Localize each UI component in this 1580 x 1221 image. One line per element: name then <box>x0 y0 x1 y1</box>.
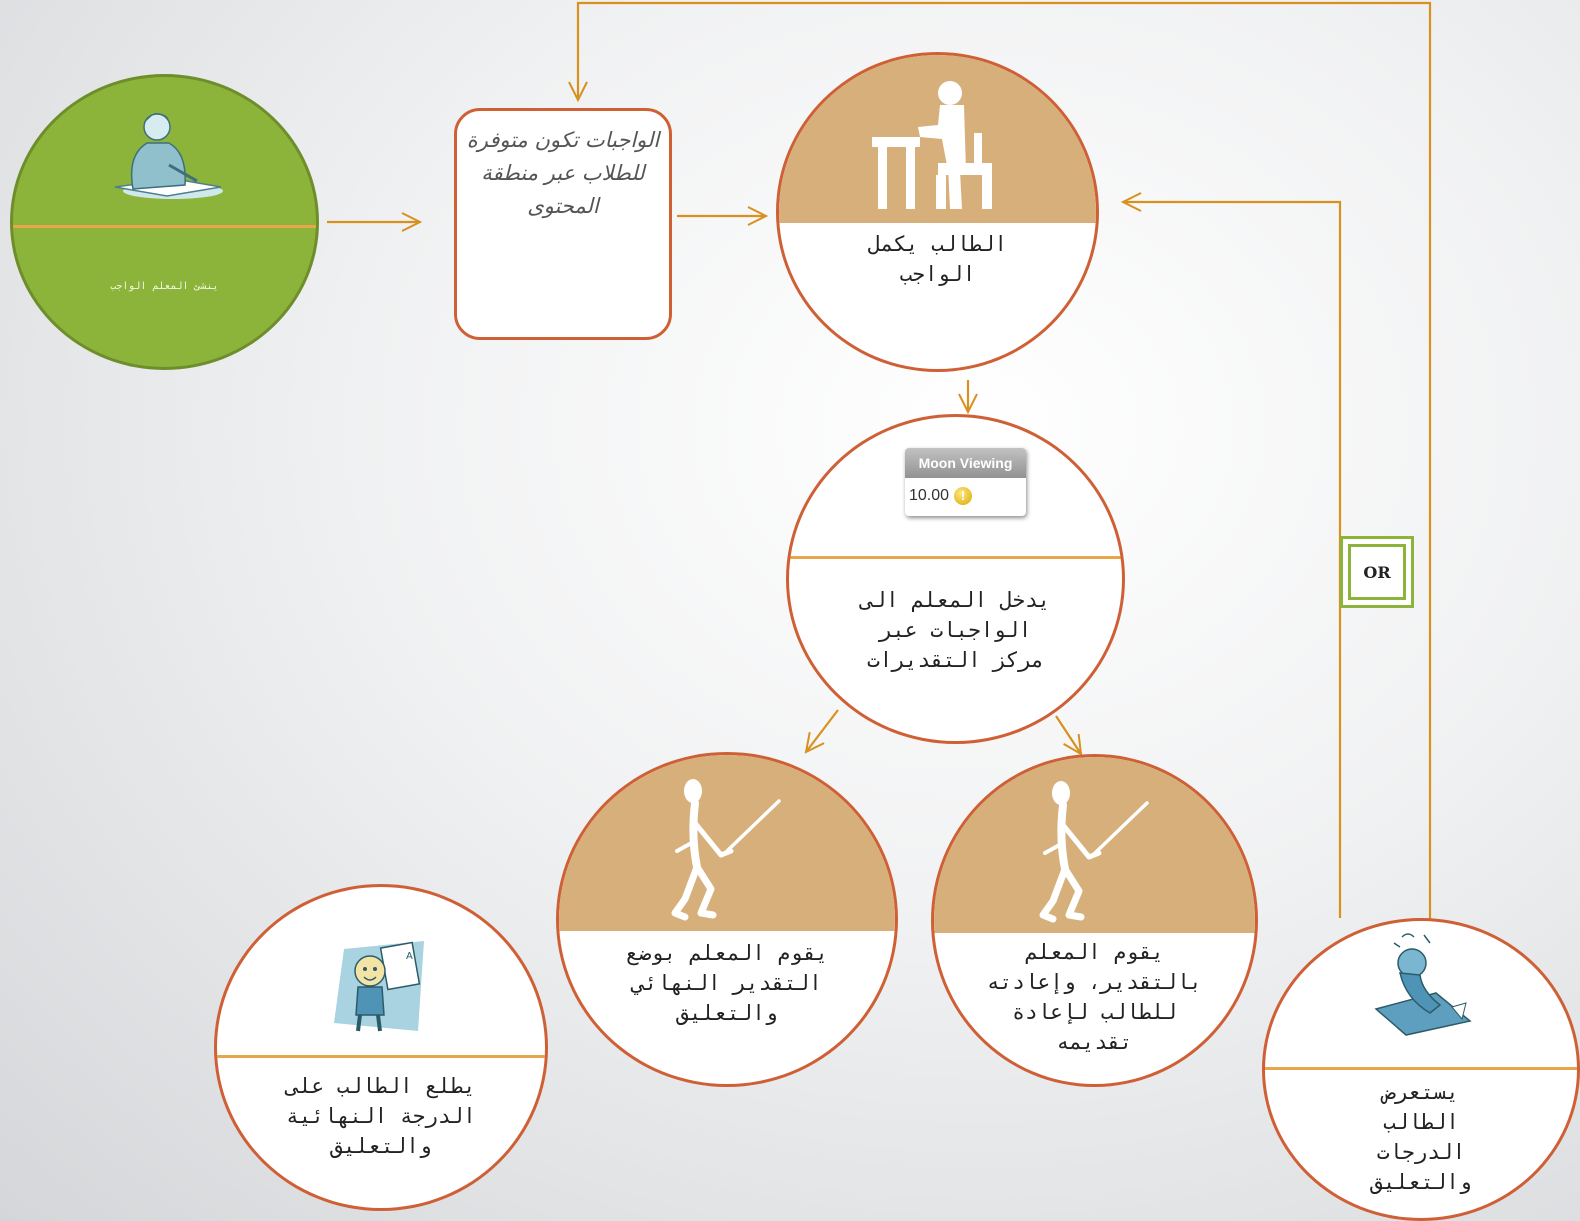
grade-center-label: يدخل المعلم الى الواجبات عبر مركز التقدي… <box>860 588 1051 672</box>
node-grade-resubmit: يقوم المعلم بالتقدير، وإعادته للطالب لإع… <box>931 754 1258 1087</box>
node-student-completes: الطالب يكمل الواجب <box>776 52 1099 372</box>
frustrated-student-icon <box>1374 933 1472 1036</box>
arrow-gradecenter-to-final <box>804 709 839 754</box>
divider <box>789 556 1122 559</box>
assignments-available-label: الواجبات تكون متوفرة للطلاب عبر منطقة ال… <box>466 128 660 218</box>
or-badge: OR <box>1340 536 1414 608</box>
loop-review-to-available <box>568 1 1432 930</box>
exclamation-icon: ! <box>954 487 973 505</box>
grade-card-value: 10.00 <box>909 487 950 504</box>
grade-resubmit-label: يقوم المعلم بالتقدير، وإعادته للطالب لإع… <box>987 940 1202 1054</box>
student-grade-paper-icon: A <box>334 941 424 1032</box>
node-final-grade: يقوم المعلم بوضع التقدير النهائي والتعلي… <box>556 752 898 1087</box>
arrow-gradecenter-to-resubmit <box>1055 715 1083 756</box>
teacher-creates-label: ينشئ المعلم الواجب <box>110 281 219 292</box>
divider <box>217 1055 545 1058</box>
pointer-stick-figure-icon <box>671 779 781 921</box>
loop-review-to-student <box>1120 192 1342 918</box>
node-teacher-creates: ينشئ المعلم الواجب <box>10 74 319 370</box>
final-grade-label: يقوم المعلم بوضع التقدير النهائي والتعلي… <box>625 941 829 1025</box>
teacher-writing-icon <box>114 113 223 199</box>
divider <box>1265 1067 1577 1070</box>
node-student-views-final: A يطلع الطالب على الدرجة النهائية والتعل… <box>214 884 548 1211</box>
student-views-final-label: يطلع الطالب على الدرجة النهائية والتعليق <box>286 1074 476 1158</box>
grade-card: Moon Viewing 10.00 ! <box>905 448 1026 516</box>
node-student-reviews: يستعرض الطالب الدرجات والتعليق <box>1262 918 1580 1221</box>
divider <box>13 225 316 228</box>
student-completes-label: الطالب يكمل الواجب <box>867 232 1008 286</box>
grade-card-title: Moon Viewing <box>905 448 1026 478</box>
or-label: OR <box>1348 544 1406 600</box>
pointer-stick-figure-icon <box>1039 781 1149 923</box>
student-desk-icon <box>871 81 992 209</box>
node-assignments-available: الواجبات تكون متوفرة للطلاب عبر منطقة ال… <box>454 108 672 340</box>
grade-card-value-row: 10.00 ! <box>905 478 1026 505</box>
svg-text:A: A <box>406 951 413 962</box>
student-reviews-label: يستعرض الطالب الدرجات والتعليق <box>1370 1080 1472 1194</box>
